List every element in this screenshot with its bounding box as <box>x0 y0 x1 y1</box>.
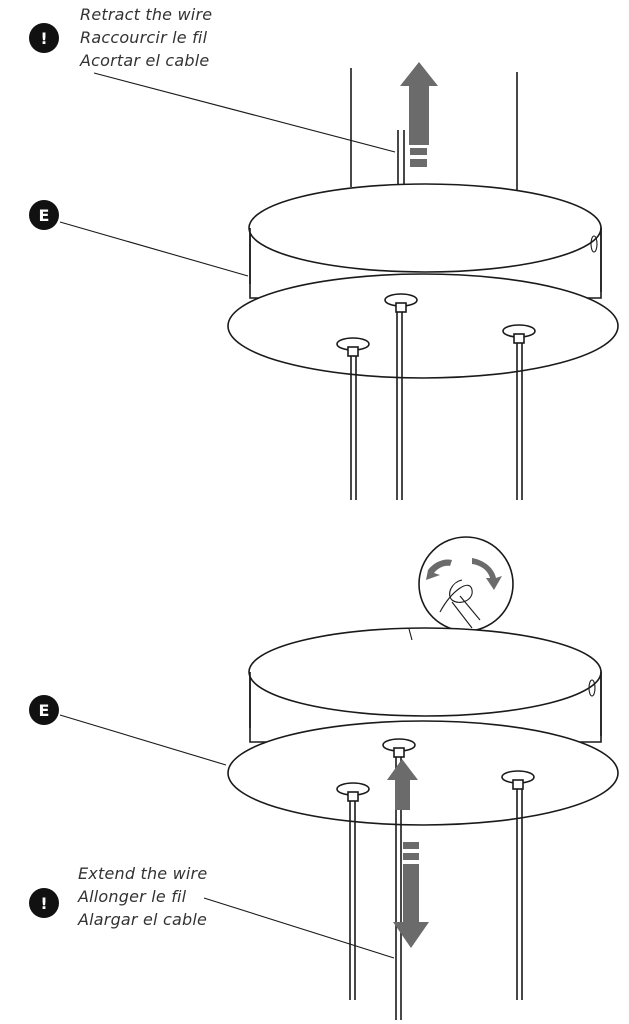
warning-badge-text: ! <box>40 29 47 48</box>
caption-fr-top: Raccourcir le fil <box>80 28 208 47</box>
leader-part-top <box>59 221 249 277</box>
caption-es-bottom: Alargar el cable <box>77 910 207 929</box>
top-panel: ! E Retract the wire Raccourcir le fil A… <box>29 5 619 500</box>
caption-en-bottom: Extend the wire <box>78 864 207 883</box>
rotate-detail-icon <box>411 536 514 641</box>
leader-part-bottom <box>59 714 227 766</box>
part-label-icon: E <box>29 200 59 230</box>
arrow-up-icon <box>400 62 438 167</box>
grommet-bottom-left <box>336 782 370 802</box>
grommet-bottom-right <box>501 770 535 790</box>
warning-badge-text-bottom: ! <box>40 894 47 913</box>
arrow-down-icon <box>393 842 429 948</box>
bottom-panel: E ! Extend the wire Allonger le fil Alar… <box>29 536 619 1020</box>
canopy-bottom <box>227 627 619 826</box>
arrow-up-small-icon <box>387 759 418 810</box>
part-badge-text: E <box>39 206 50 225</box>
canopy-top <box>227 183 619 379</box>
caption-es-top: Acortar el cable <box>79 51 209 70</box>
caption-en-top: Retract the wire <box>80 5 212 24</box>
leader-warning-top <box>93 72 396 153</box>
grommet-top-center <box>384 293 418 313</box>
leader-warning-bottom <box>203 897 395 959</box>
grommet-top-left <box>336 337 370 357</box>
part-badge-text-bottom: E <box>39 701 50 720</box>
warning-icon: ! <box>29 23 59 53</box>
caption-fr-bottom: Allonger le fil <box>77 887 187 906</box>
grommet-bottom-center <box>382 738 416 758</box>
part-label-icon-bottom: E <box>29 695 59 725</box>
warning-icon-bottom: ! <box>29 888 59 918</box>
grommet-top-right <box>502 324 536 344</box>
